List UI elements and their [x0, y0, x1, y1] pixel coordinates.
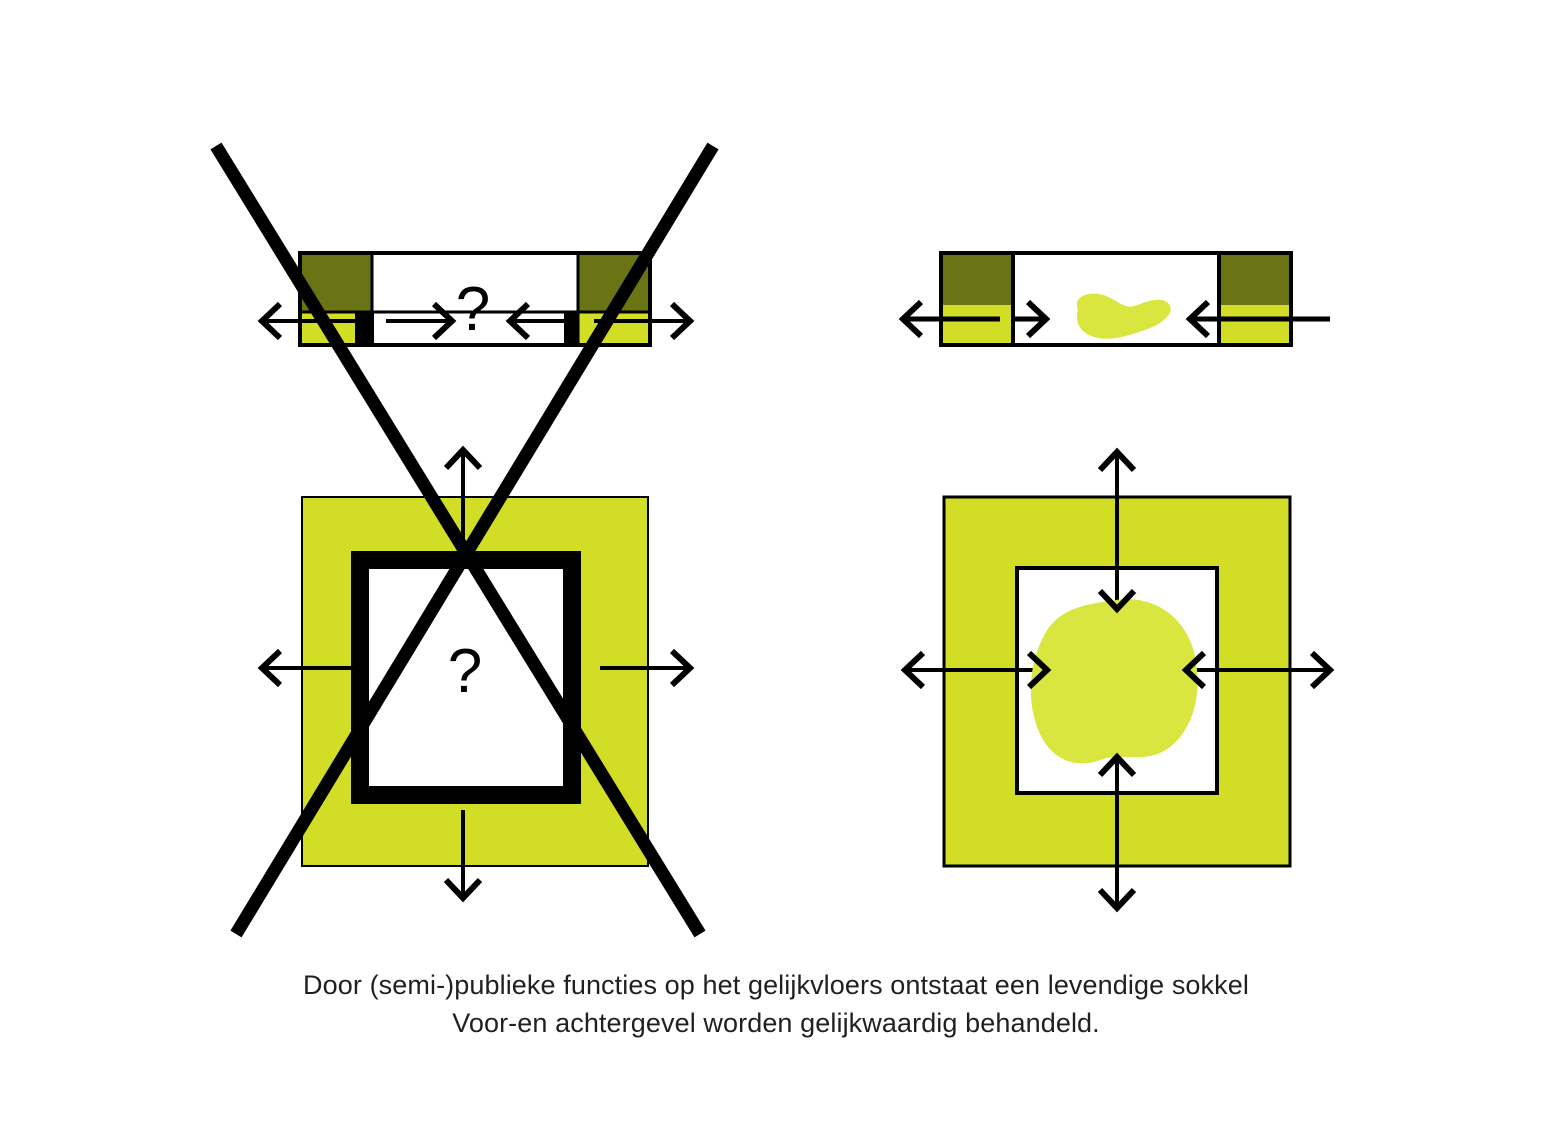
panel-left-rejected: ?	[210, 142, 719, 938]
right-section-blob-icon	[1076, 293, 1171, 339]
left-plan-interior	[369, 569, 563, 786]
left-section-plinth-void	[374, 312, 576, 345]
left-section-question-mark: ?	[456, 275, 490, 344]
panel-right-accepted	[903, 251, 1330, 908]
left-section-notch-right	[564, 312, 578, 345]
right-section-block-right	[1219, 253, 1291, 305]
left-panel-crossout-icon	[210, 142, 719, 938]
right-section-view	[903, 251, 1330, 347]
right-plan-view	[905, 452, 1330, 908]
left-plan-question-mark: ?	[448, 637, 482, 706]
right-section-plinth-left	[941, 305, 1013, 345]
left-plan-view: ?	[262, 450, 690, 898]
left-section-notch-left	[355, 312, 374, 345]
right-section-outline	[939, 251, 1293, 347]
left-section-outline	[298, 251, 652, 347]
right-section-block-left	[941, 253, 1013, 305]
right-section-plinth-right	[1219, 305, 1291, 345]
crossout-stroke-a	[210, 142, 706, 938]
right-plan-blob-icon	[1030, 599, 1198, 764]
crossout-stroke-b	[230, 142, 719, 938]
